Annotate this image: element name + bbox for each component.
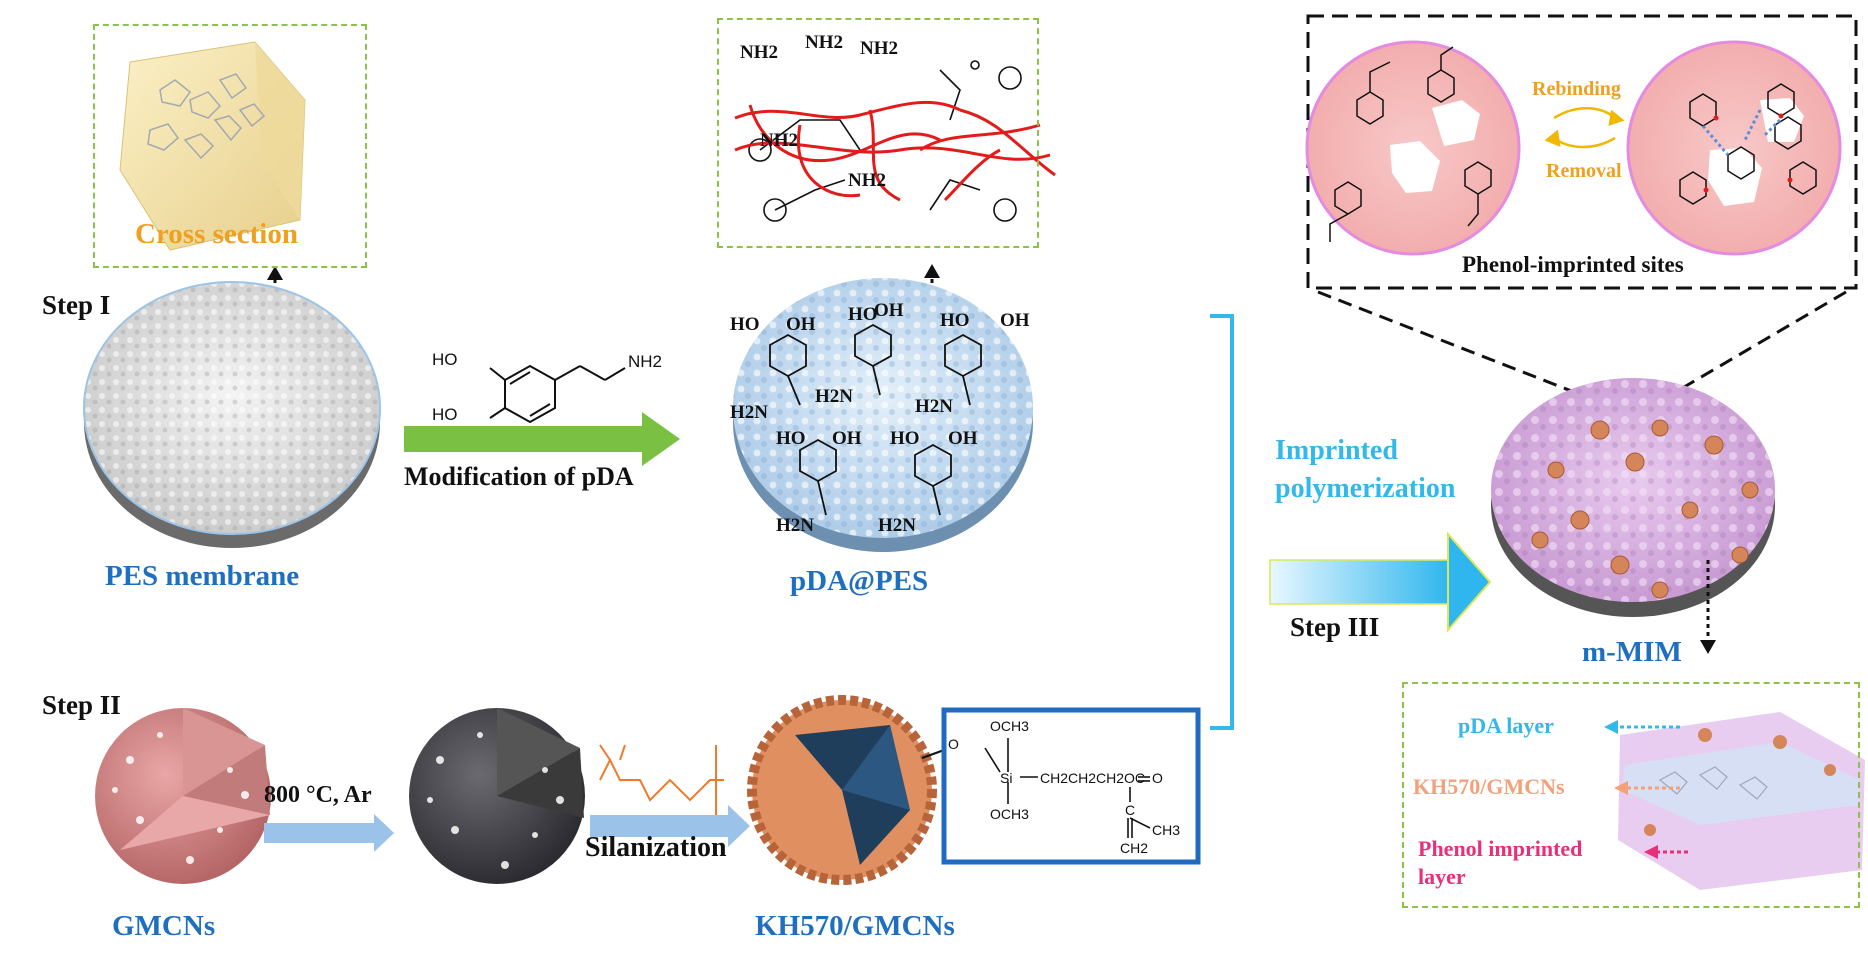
convergence-bracket [1210, 314, 1234, 730]
pda-h2n-5: H2N [878, 515, 916, 536]
step-1-label: Step I [42, 290, 111, 320]
m-mim-label: m-MIM [1582, 636, 1682, 668]
pda-ho-1: HO [730, 314, 760, 335]
kh570-layer-label: KH570/GMCNs [1413, 774, 1565, 799]
step-3-label: Step III [1290, 612, 1380, 642]
kh570-ch2: CH2 [1120, 840, 1149, 856]
pda-nh2-3: NH2 [860, 38, 898, 59]
silane-structure [599, 744, 724, 815]
m-mim-disc [1491, 378, 1775, 617]
imprint-circle-left [1305, 40, 1521, 256]
pda-polymer-chains [734, 100, 1056, 202]
pda-pes-label: pDA@PES [790, 565, 929, 597]
pda-ho-3: HO [940, 310, 970, 331]
kh570-o: O [948, 736, 959, 752]
pda-nh2-5: NH2 [848, 170, 886, 191]
pda-oh-3: OH [1000, 310, 1030, 331]
condition-label: 800 °C, Ar [264, 782, 372, 808]
step-2-label: Step II [42, 690, 121, 720]
cross-section-block [119, 41, 306, 251]
pda-ho-5: HO [890, 428, 920, 449]
cross-section-box [93, 24, 367, 268]
pda-nh2-1: NH2 [740, 42, 778, 63]
modification-label: Modification of pDA [404, 462, 634, 491]
pda-pes-disc [733, 278, 1033, 552]
pda-structure-sketch [748, 60, 1022, 222]
pda-h2n-3: H2N [915, 396, 953, 417]
pda-oh-5: OH [948, 428, 978, 449]
blue-arrow-1 [264, 814, 394, 852]
gmcn-sphere-dark [409, 708, 585, 884]
pda-ho-4: HO [776, 428, 806, 449]
blue-arrow-2 [590, 805, 750, 847]
dopamine-nh2: NH2 [628, 352, 663, 371]
phenol-sites-label: Phenol-imprinted sites [1462, 252, 1684, 277]
cross-section-label: Cross section [135, 218, 298, 250]
kh570-gmcn-sphere [747, 695, 937, 885]
rebinding-label: Rebinding [1532, 78, 1621, 100]
pda-structure-box [717, 18, 1039, 248]
kh570-bonds [984, 738, 1151, 838]
imprinted-label-2: polymerization [1275, 473, 1456, 504]
kh570-och3-top: OCH3 [990, 718, 1029, 734]
pes-membrane-label: PES membrane [105, 560, 300, 592]
kh570-o-2: O [1152, 770, 1163, 786]
green-arrow [404, 412, 680, 466]
kh570-och3-bottom: OCH3 [990, 806, 1029, 822]
phenol-layer-label-2: layer [1418, 864, 1466, 889]
pda-oh-4: OH [832, 428, 862, 449]
pda-ho-2: HO [848, 304, 878, 325]
layer-block [1618, 712, 1865, 890]
pda-h2n-1: H2N [815, 386, 853, 407]
gmcns-label: GMCNs [112, 910, 216, 942]
dopamine-ho-1: HO [432, 350, 458, 369]
dopamine-rings-on-disc [769, 323, 982, 516]
pda-h2n-2: H2N [730, 402, 768, 423]
kh570-chain: CH2CH2CH2OC [1040, 770, 1146, 786]
kh570-c: C [1125, 802, 1136, 818]
exchange-arrows [1544, 107, 1625, 149]
pda-oh-1: OH [786, 314, 816, 335]
dopamine-structure [489, 364, 626, 424]
imprint-circle-right [1626, 40, 1842, 256]
pda-nh2-2: NH2 [805, 32, 843, 53]
pda-nh2-4: NH2 [760, 130, 798, 151]
dopamine-ho-2: HO [432, 405, 458, 424]
phenol-layer-label-1: Phenol imprinted [1418, 836, 1583, 861]
removal-label: Removal [1546, 160, 1622, 182]
pda-oh-2: OH [874, 300, 904, 321]
leader-right [1644, 290, 1847, 412]
kh570-gmcns-label: KH570/GMCNs [755, 910, 955, 942]
pes-membrane-disc [83, 281, 381, 548]
silanization-label: Silanization [585, 832, 727, 863]
kh570-ch3: CH3 [1152, 822, 1181, 838]
layer-pointer-arrows [1604, 720, 1688, 859]
pda-h2n-4: H2N [776, 515, 814, 536]
kh570-si: Si [1000, 770, 1013, 786]
pda-layer-label: pDA layer [1458, 713, 1554, 738]
layer-box [1402, 682, 1860, 908]
imprinted-label-1: Imprinted [1275, 435, 1398, 466]
kh570-structure-box [941, 707, 1201, 865]
cyan-arrow [1269, 531, 1492, 633]
gmcn-sphere-pink [95, 708, 271, 884]
